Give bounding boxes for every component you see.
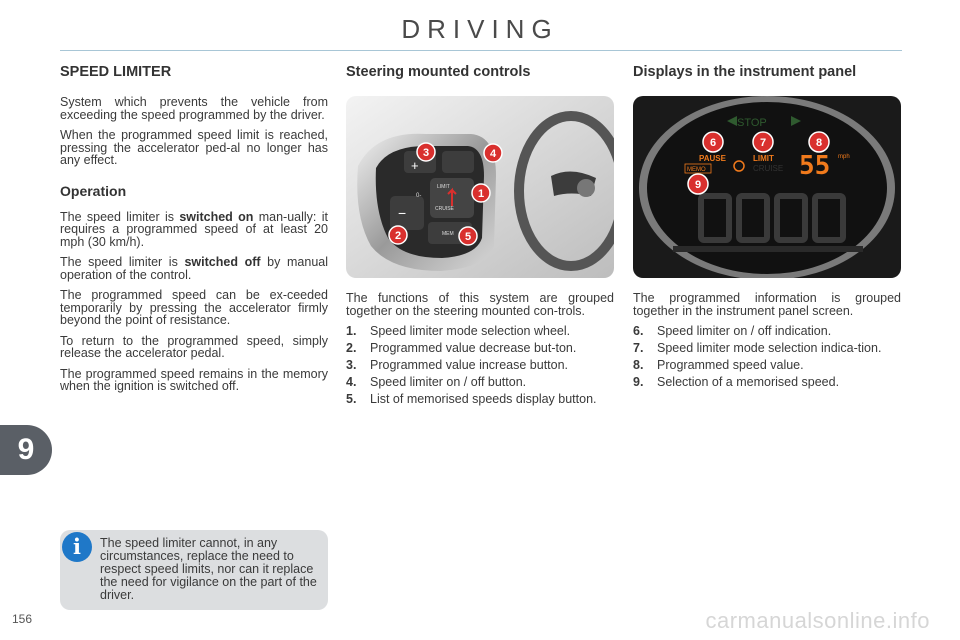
page-number: 156 (12, 612, 33, 626)
svg-text:CRUISE: CRUISE (435, 206, 455, 212)
svg-text:PAUSE: PAUSE (699, 154, 727, 163)
displays-intro: The programmed information is grouped to… (633, 291, 901, 318)
info-note-text: The speed limiter cannot, in any circums… (100, 536, 317, 602)
svg-text:+: + (411, 158, 419, 173)
instrument-displays-section: Displays in the instrument panel STOP PA… (633, 64, 901, 393)
header-divider (60, 50, 902, 51)
info-note: i The speed limiter cannot, in any circu… (60, 530, 328, 610)
svg-text:55: 55 (799, 151, 830, 181)
controls-intro: The functions of this system are grouped… (346, 291, 614, 318)
svg-text:1: 1 (478, 188, 484, 200)
list-item: 3.Programmed value increase button. (346, 358, 569, 372)
operation-paragraph-2: The speed limiter is switched off by man… (60, 255, 328, 282)
svg-text:9: 9 (695, 179, 701, 191)
svg-text:LIMIT: LIMIT (753, 154, 774, 163)
svg-text:7: 7 (760, 137, 766, 149)
operation-paragraph-1: The speed limiter is switched on man-ual… (60, 209, 328, 249)
svg-text:6: 6 (710, 137, 716, 149)
list-item: 9.Selection of a memorised speed. (633, 375, 840, 389)
list-item: 5.List of memorised speeds display butto… (346, 392, 597, 406)
info-icon: i (62, 532, 92, 562)
steering-controls-section: Steering mounted controls LIMIT (346, 64, 614, 410)
operation-paragraph-3: The programmed speed can be ex-ceeded te… (60, 288, 328, 327)
svg-text:STOP: STOP (737, 117, 767, 129)
controls-list: 1.Speed limiter mode selection wheel. 2.… (346, 325, 614, 406)
svg-text:8: 8 (816, 137, 822, 149)
section-heading: Steering mounted controls (346, 64, 531, 80)
chapter-tab: 9 (0, 425, 52, 475)
svg-text:−: − (398, 205, 406, 221)
svg-text:mph: mph (838, 154, 850, 160)
speed-limiter-section: SPEED LIMITER System which prevents the … (60, 64, 328, 401)
svg-text:MEMO: MEMO (687, 167, 706, 173)
list-item: 1.Speed limiter mode selection wheel. (346, 324, 571, 338)
list-item: 4.Speed limiter on / off button. (346, 375, 527, 389)
svg-text:3: 3 (423, 147, 429, 159)
page-title: DRIVING (401, 14, 559, 44)
list-item: 8.Programmed speed value. (633, 358, 804, 372)
instrument-panel-photo: STOP PAUSE LIMIT CRUISE 55 mph MEMO 6 7 … (633, 96, 901, 278)
operation-heading: Operation (60, 182, 127, 199)
watermark: carmanualsonline.info (705, 608, 930, 633)
svg-text:LIMIT: LIMIT (437, 184, 450, 190)
svg-text:CRUISE: CRUISE (753, 164, 783, 173)
section-heading: SPEED LIMITER (60, 64, 172, 80)
operation-paragraph-4: To return to the programmed speed, simpl… (60, 333, 328, 360)
svg-text:5: 5 (465, 231, 471, 243)
list-item: 6.Speed limiter on / off indication. (633, 324, 832, 338)
section-heading: Displays in the instrument panel (633, 64, 857, 80)
svg-text:2: 2 (395, 230, 401, 242)
list-item: 2.Programmed value decrease but-ton. (346, 341, 577, 355)
svg-text:MEM: MEM (442, 231, 454, 237)
displays-list: 6.Speed limiter on / off indication. 7.S… (633, 325, 901, 389)
list-item: 7.Speed limiter mode selection indica-ti… (633, 341, 882, 355)
svg-text:4: 4 (490, 148, 497, 160)
operation-paragraph-5: The programmed speed remains in the memo… (60, 366, 328, 393)
intro-paragraph-2: When the programmed speed limit is reach… (60, 128, 328, 167)
svg-text:0-: 0- (416, 193, 421, 199)
intro-paragraph-1: System which prevents the vehicle from e… (60, 95, 328, 122)
steering-wheel-photo: LIMIT CRUISE MEM 0- + − 1 2 3 4 5 (346, 96, 614, 278)
